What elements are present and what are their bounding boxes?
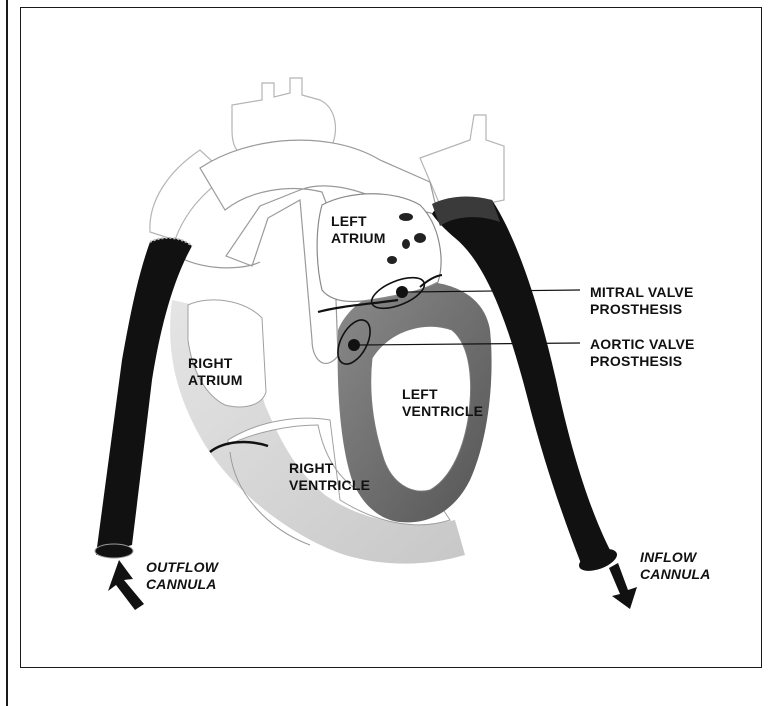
outflow-cannula-tip [95,544,133,558]
label-left-atrium: LEFT ATRIUM [331,213,386,247]
outflow-cannula [96,238,192,555]
label-left-ventricle: LEFT VENTRICLE [402,386,483,420]
arrow-up-left-icon [108,560,144,610]
label-inflow-cannula: INFLOW CANNULA [640,549,711,583]
label-aortic-valve-prosthesis: AORTIC VALVE PROSTHESIS [590,336,695,370]
label-mitral-valve-prosthesis: MITRAL VALVE PROSTHESIS [590,284,694,318]
arrow-down-right-icon [609,563,637,609]
label-right-atrium: RIGHT ATRIUM [188,355,243,389]
label-outflow-cannula: OUTFLOW CANNULA [146,559,218,593]
label-right-ventricle: RIGHT VENTRICLE [289,460,370,494]
